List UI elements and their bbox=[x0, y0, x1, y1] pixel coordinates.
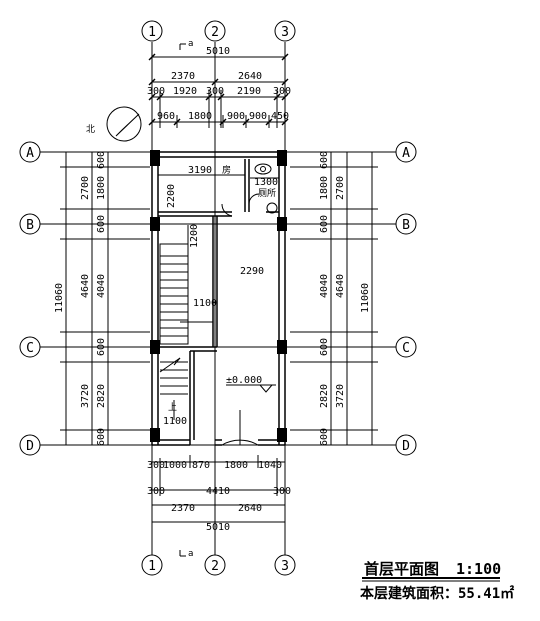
dim-left-600d: 600 bbox=[96, 428, 107, 446]
dim-right-600b: 600 bbox=[319, 215, 330, 233]
dim-in-1100a: 1100 bbox=[193, 298, 217, 309]
axis-label-3-top: 3 bbox=[281, 25, 289, 40]
section-mark-bottom: a bbox=[188, 549, 193, 559]
dim-bot-870: 870 bbox=[192, 460, 210, 471]
dim-top-2640: 2640 bbox=[238, 71, 262, 82]
dim-left-4640: 4640 bbox=[80, 274, 91, 298]
north-label: 北 bbox=[86, 124, 95, 135]
axis-label-C-right: C bbox=[402, 341, 410, 356]
axis-bubble-B-right bbox=[395, 213, 417, 235]
dim-bot-300c: 300 bbox=[273, 486, 291, 497]
drawing-scale: 1:100 bbox=[456, 560, 501, 578]
dim-top-300c: 300 bbox=[273, 86, 291, 97]
axis-label-A-left: A bbox=[26, 146, 34, 161]
dim-left-2820: 2820 bbox=[96, 384, 107, 408]
dim-top-1800: 1800 bbox=[188, 111, 212, 122]
axis-bubble-A-right bbox=[395, 141, 417, 163]
axis-label-1-top: 1 bbox=[148, 25, 156, 40]
dim-in-2200: 2200 bbox=[166, 184, 177, 208]
room-label-kitchen: 房 bbox=[222, 164, 231, 176]
dim-in-3190: 3190 bbox=[188, 165, 212, 176]
section-mark-top: a bbox=[188, 39, 193, 49]
axis-bubble-C-left bbox=[19, 336, 41, 358]
axis-label-1-bottom: 1 bbox=[148, 559, 156, 574]
axis-bubble-B-left bbox=[19, 213, 41, 235]
axis-label-D-right: D bbox=[402, 439, 410, 454]
dim-bot-1040: 1040 bbox=[258, 460, 282, 471]
stair-up-label: 上 bbox=[168, 402, 177, 413]
dim-top-450: 450 bbox=[271, 111, 289, 122]
dim-right-600d: 600 bbox=[319, 428, 330, 446]
dim-left-600a: 600 bbox=[96, 151, 107, 169]
dim-left-11060: 11060 bbox=[54, 283, 65, 313]
floor-area-label: 本层建筑面积：55.41㎡ bbox=[360, 585, 514, 602]
dim-top-960: 960 bbox=[157, 111, 175, 122]
dim-left-2700: 2700 bbox=[80, 176, 91, 200]
drawing-title: 首层平面图 bbox=[364, 560, 439, 578]
room-label-toilet: 厕所 bbox=[258, 188, 276, 199]
axis-label-2-bottom: 2 bbox=[211, 559, 219, 574]
dim-right-11060: 11060 bbox=[360, 283, 371, 313]
dim-bot-300b: 300 bbox=[147, 486, 165, 497]
dim-bot-2370: 2370 bbox=[171, 503, 195, 514]
elevation-label: ±0.000 bbox=[226, 375, 262, 386]
dim-left-3720: 3720 bbox=[80, 384, 91, 408]
axis-label-2-top: 2 bbox=[211, 25, 219, 40]
dim-in-1100b: 1100 bbox=[163, 416, 187, 427]
dim-left-4040: 4040 bbox=[96, 274, 107, 298]
dim-top-300b: 300 bbox=[206, 86, 224, 97]
dim-bot-4410: 4410 bbox=[206, 486, 230, 497]
dim-bot-300a: 300 bbox=[147, 460, 165, 471]
dim-right-2700: 2700 bbox=[335, 176, 346, 200]
axis-label-C-left: C bbox=[26, 341, 34, 356]
dim-right-600a: 600 bbox=[319, 151, 330, 169]
dim-bot-2640: 2640 bbox=[238, 503, 262, 514]
axis-bubble-3-top bbox=[274, 20, 296, 42]
dim-bot-total: 5010 bbox=[206, 522, 230, 533]
axis-label-A-right: A bbox=[402, 146, 410, 161]
axis-bubble-3-bottom bbox=[274, 554, 296, 576]
dim-top-2370: 2370 bbox=[171, 71, 195, 82]
dim-bot-1800: 1800 bbox=[224, 460, 248, 471]
dim-top-900a: 900 bbox=[227, 111, 245, 122]
axis-bubble-2-bottom bbox=[204, 554, 226, 576]
dim-right-600c: 600 bbox=[319, 338, 330, 356]
dim-in-1300: 1300 bbox=[254, 177, 278, 188]
dim-top-900b: 900 bbox=[249, 111, 267, 122]
axis-bubble-1-bottom bbox=[141, 554, 163, 576]
dim-left-1800: 1800 bbox=[96, 176, 107, 200]
dim-left-600b: 600 bbox=[96, 215, 107, 233]
axis-label-3-bottom: 3 bbox=[281, 559, 289, 574]
dim-top-2190: 2190 bbox=[237, 86, 261, 97]
dim-right-2820: 2820 bbox=[319, 384, 330, 408]
dim-right-1800: 1800 bbox=[319, 176, 330, 200]
dim-top-300a: 300 bbox=[147, 86, 165, 97]
axis-bubble-D-left bbox=[19, 434, 41, 456]
axis-bubble-D-right bbox=[395, 434, 417, 456]
dim-bot-1000: 1000 bbox=[163, 460, 187, 471]
dim-right-4040: 4040 bbox=[319, 274, 330, 298]
dim-right-3720: 3720 bbox=[335, 384, 346, 408]
axis-bubble-C-right bbox=[395, 336, 417, 358]
axis-label-B-right: B bbox=[402, 218, 410, 233]
axis-label-D-left: D bbox=[26, 439, 34, 454]
dim-left-600c: 600 bbox=[96, 338, 107, 356]
dim-top-1920: 1920 bbox=[173, 86, 197, 97]
dim-right-4640: 4640 bbox=[335, 274, 346, 298]
dim-top-total: 5010 bbox=[206, 46, 230, 57]
axis-bubble-1-top bbox=[141, 20, 163, 42]
dim-in-2290: 2290 bbox=[240, 266, 264, 277]
dim-in-1200: 1200 bbox=[189, 224, 200, 248]
axis-bubble-2-top bbox=[204, 20, 226, 42]
axis-label-B-left: B bbox=[26, 218, 34, 233]
axis-bubble-A-left bbox=[19, 141, 41, 163]
